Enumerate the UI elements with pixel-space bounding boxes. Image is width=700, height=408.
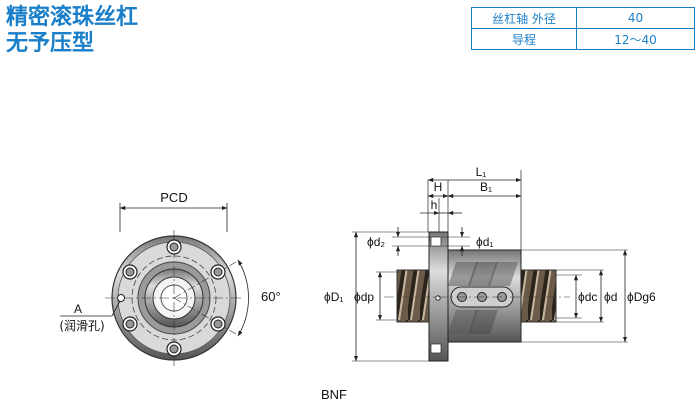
dim-d: ϕd <box>604 290 617 304</box>
spec-table: 丝杠轴 外径 40 导程 12～40 <box>471 7 695 50</box>
bolt-hole <box>122 264 138 280</box>
screw-shaft-left <box>396 269 432 323</box>
dim-dc: ϕdc <box>578 290 597 304</box>
dim-D1: ϕD₁ <box>324 290 343 304</box>
spec-row: 丝杠轴 外径 40 <box>471 7 695 29</box>
dim-B1: B₁ <box>480 180 492 194</box>
spec-key: 导程 <box>471 28 577 50</box>
side-view: L₁ H B₁ h <box>324 165 656 362</box>
front-view: PCD A (润滑孔) 60° <box>59 190 281 366</box>
dim-Dg6: ϕDg6 <box>627 290 656 304</box>
lube-hole-note: (润滑孔) <box>59 319 104 333</box>
dim-dp: ϕdp <box>354 290 374 304</box>
bolt-hole <box>166 239 182 255</box>
lube-hole <box>117 294 125 302</box>
screw-shaft-right <box>520 269 557 323</box>
bolt-hole <box>122 316 138 332</box>
model-label: BNF <box>321 387 347 402</box>
spec-value: 12～40 <box>576 28 695 50</box>
lube-hole-letter: A <box>74 302 82 316</box>
dim-d1: ϕd₁ <box>476 235 493 249</box>
spec-key: 丝杠轴 外径 <box>471 7 577 29</box>
dim-H: H <box>434 180 443 194</box>
page-title: 精密滚珠丝杠 <box>6 5 139 30</box>
angle-label: 60° <box>261 289 281 304</box>
dim-L1: L₁ <box>476 165 487 179</box>
pcd-label: PCD <box>160 190 187 205</box>
bolt-hole <box>210 264 226 280</box>
page-subtitle: 无予压型 <box>6 31 95 56</box>
bolt-hole <box>210 316 226 332</box>
dim-h: h <box>431 198 438 212</box>
dim-d2: ϕd₂ <box>367 235 385 249</box>
spec-row: 导程 12～40 <box>471 28 695 50</box>
bolt-hole <box>166 341 182 357</box>
